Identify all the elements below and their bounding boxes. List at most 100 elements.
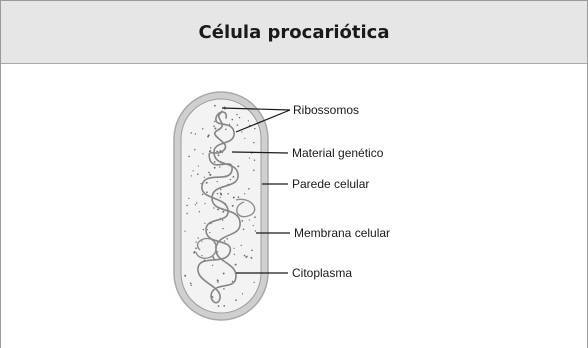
ribosome-dot bbox=[204, 203, 205, 204]
ribosome-dot bbox=[248, 120, 249, 121]
ribosome-dot bbox=[241, 245, 242, 246]
ribosome-dot bbox=[217, 193, 218, 194]
ribosome-dot bbox=[213, 207, 214, 208]
ribosome-dot bbox=[232, 205, 234, 207]
ribosome-dot bbox=[188, 198, 189, 199]
ribosome-dot bbox=[253, 142, 255, 144]
ribosome-dot bbox=[225, 129, 227, 131]
ribosome-dot bbox=[220, 197, 221, 198]
ribosome-dot bbox=[191, 132, 193, 134]
ribosome-dot bbox=[195, 133, 196, 134]
ribosome-dot bbox=[245, 256, 247, 258]
ribosome-dot bbox=[249, 219, 250, 220]
ribosome-dot bbox=[184, 231, 185, 232]
ribosome-dot bbox=[212, 265, 213, 266]
ribosome-dot bbox=[224, 240, 225, 241]
ribosome-dot bbox=[216, 151, 218, 153]
label-cell-wall: Parede celular bbox=[292, 177, 369, 191]
ribosome-dot bbox=[230, 179, 231, 180]
ribosome-dot bbox=[241, 131, 242, 132]
ribosome-dot bbox=[222, 228, 224, 230]
ribosome-dot bbox=[220, 194, 222, 196]
ribosome-dot bbox=[236, 114, 238, 116]
ribosome-dot bbox=[196, 202, 197, 203]
ribosome-dot bbox=[213, 125, 215, 127]
ribosome-dot bbox=[220, 189, 221, 190]
ribosome-dot bbox=[198, 165, 199, 166]
ribosome-dot bbox=[217, 208, 219, 210]
ribosome-dot bbox=[210, 147, 212, 149]
ribosome-dot bbox=[190, 284, 191, 285]
label-genetic-material: Material genético bbox=[292, 146, 383, 160]
ribosome-dot bbox=[202, 128, 203, 129]
ribosome-dot bbox=[214, 121, 215, 122]
ribosome-dot bbox=[194, 149, 196, 151]
ribosome-dot bbox=[239, 117, 241, 119]
ribosome-dot bbox=[191, 175, 192, 176]
ribosome-dot bbox=[254, 282, 255, 283]
ribosome-dot bbox=[238, 196, 240, 198]
ribosome-dot bbox=[222, 211, 224, 213]
ribosome-dot bbox=[201, 240, 202, 241]
ribosome-dot bbox=[235, 299, 237, 301]
ribosome-dot bbox=[202, 153, 203, 154]
ribosome-dot bbox=[214, 105, 216, 107]
ribosome-dot bbox=[218, 280, 219, 281]
ribosome-dot bbox=[214, 167, 216, 169]
ribosome-dot bbox=[255, 230, 256, 231]
ribosome-dot bbox=[194, 251, 196, 253]
ribosome-dot bbox=[223, 305, 225, 307]
ribosome-dot bbox=[233, 248, 234, 249]
ribosome-dot bbox=[209, 174, 211, 176]
ribosome-dot bbox=[222, 220, 223, 221]
ribosome-dot bbox=[229, 124, 230, 125]
ribosome-dot bbox=[223, 288, 225, 290]
ribosome-dot bbox=[251, 249, 253, 251]
ribosome-dot bbox=[204, 223, 205, 224]
ribosome-dot bbox=[186, 205, 188, 207]
ribosome-dot bbox=[184, 275, 186, 277]
cytoplasm-area bbox=[181, 99, 261, 313]
ribosome-dot bbox=[237, 165, 239, 167]
ribosome-dot bbox=[201, 255, 202, 256]
ribosome-dot bbox=[197, 173, 199, 175]
ribosome-dot bbox=[206, 191, 208, 193]
ribosome-dot bbox=[217, 181, 218, 182]
ribosome-dot bbox=[243, 228, 245, 230]
ribosome-dot bbox=[248, 188, 250, 190]
ribosome-dot bbox=[218, 305, 220, 307]
ribosome-dot bbox=[192, 170, 193, 171]
ribosome-dot bbox=[202, 194, 204, 196]
ribosome-dot bbox=[195, 204, 196, 205]
ribosome-dot bbox=[203, 229, 205, 231]
ribosome-dot bbox=[206, 182, 208, 184]
ribosome-dot bbox=[254, 216, 256, 218]
ribosome-dot bbox=[219, 166, 220, 167]
ribosome-dot bbox=[235, 264, 237, 266]
ribosome-dot bbox=[217, 281, 219, 283]
ribosome-dot bbox=[209, 150, 211, 152]
ribosome-dot bbox=[237, 124, 239, 126]
ribosome-dot bbox=[195, 247, 197, 249]
ribosome-dot bbox=[244, 255, 246, 257]
ribosome-dot bbox=[241, 220, 243, 222]
ribosome-dot bbox=[244, 138, 245, 139]
ribosome-dot bbox=[218, 154, 220, 156]
ribosome-dot bbox=[207, 136, 209, 138]
ribosome-dot bbox=[188, 156, 190, 158]
ribosome-dot bbox=[232, 281, 233, 282]
ribosome-dot bbox=[198, 237, 199, 238]
ribosome-dot bbox=[207, 229, 208, 230]
ribosome-dot bbox=[242, 293, 243, 294]
ribosome-dot bbox=[254, 128, 256, 130]
ribosome-dot bbox=[234, 254, 235, 255]
ribosome-dot bbox=[250, 257, 252, 259]
ribosome-dot bbox=[208, 172, 210, 174]
ribosome-dot bbox=[232, 119, 234, 121]
ribosome-dot bbox=[253, 225, 254, 226]
ribosome-dot bbox=[214, 128, 216, 130]
ribosome-dot bbox=[249, 157, 250, 158]
ribosome-dot bbox=[223, 273, 225, 275]
